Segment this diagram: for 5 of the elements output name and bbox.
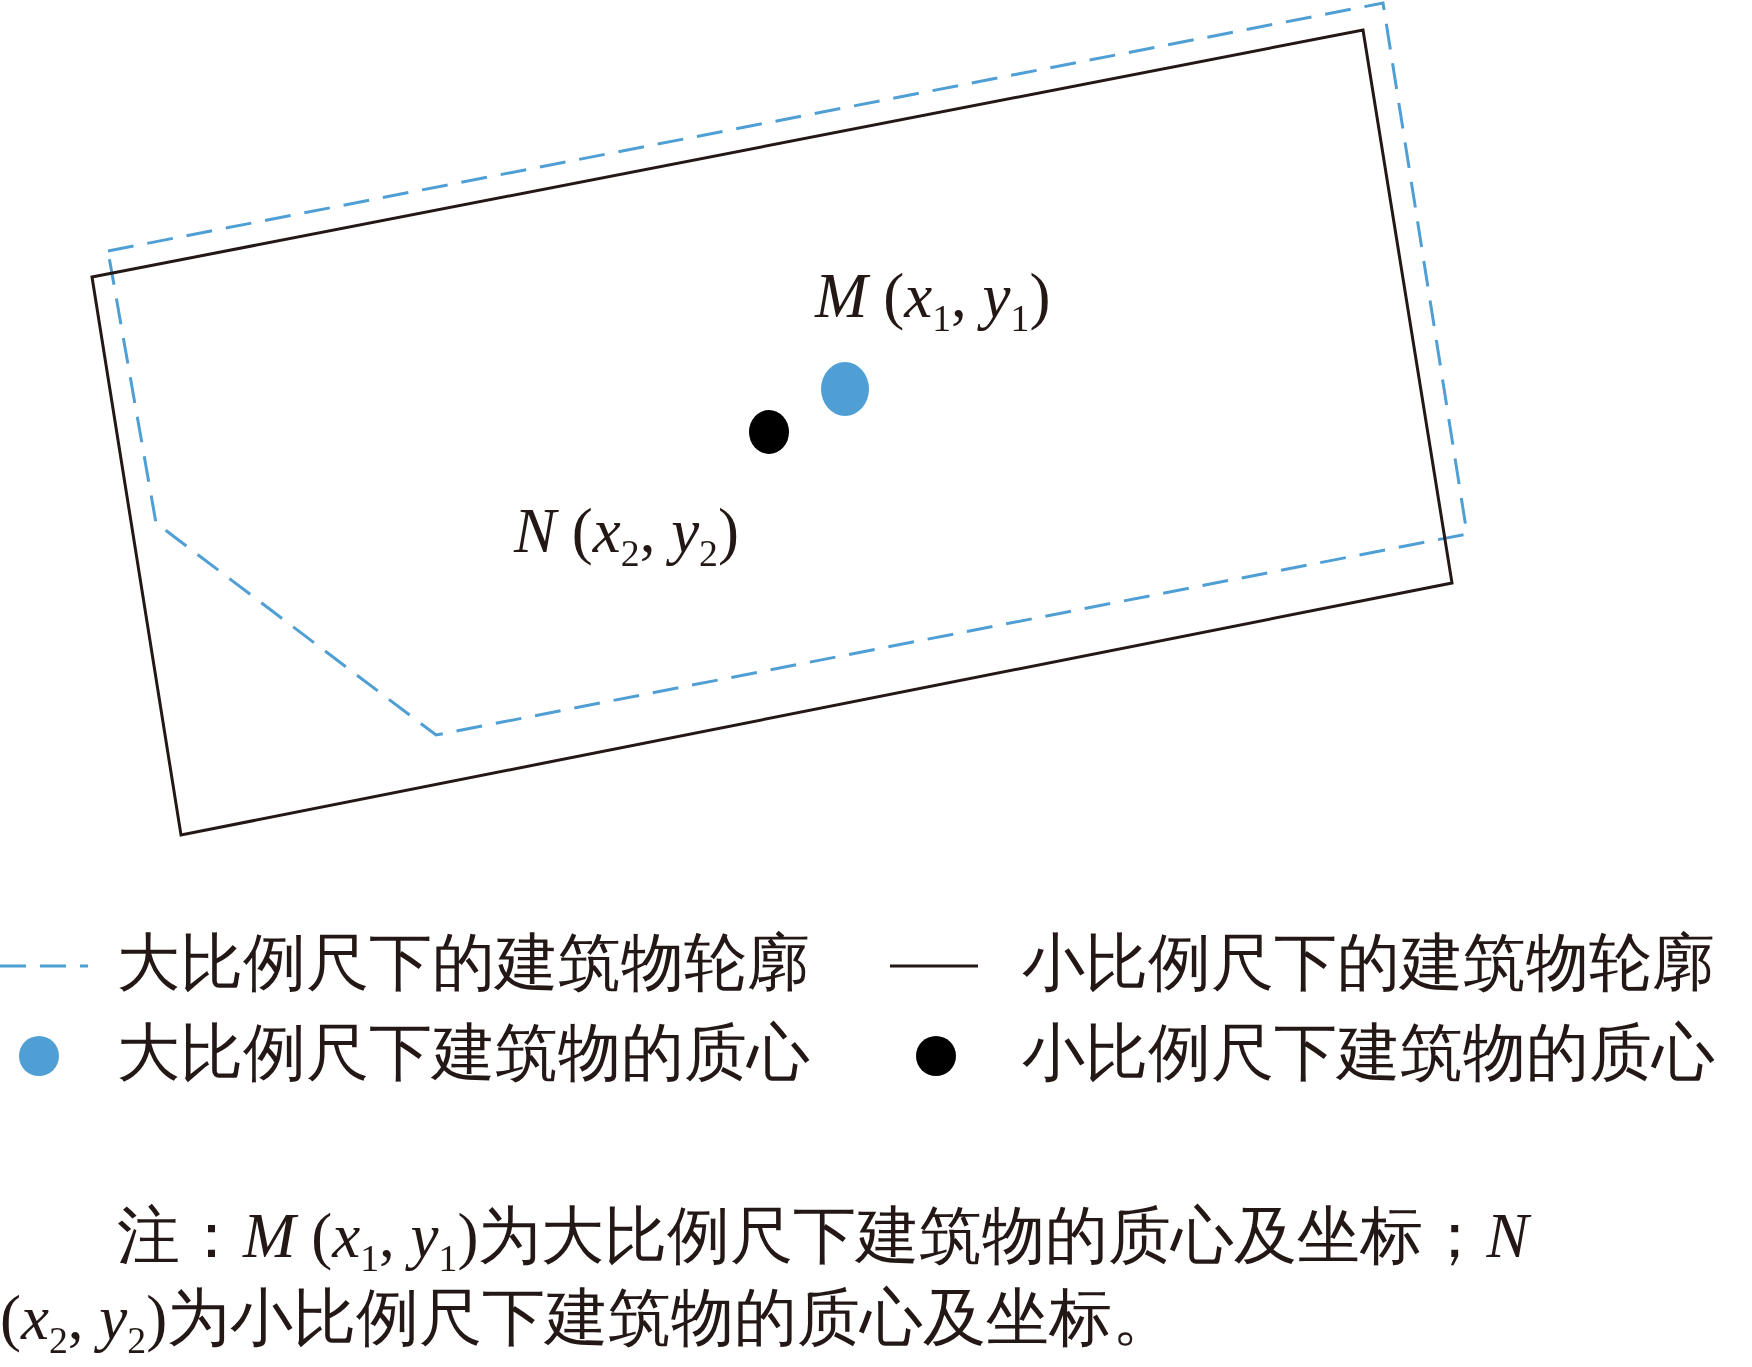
legend-text: 大比例尺下建筑物的质心	[117, 1022, 810, 1085]
legend-text: 大比例尺下的建筑物轮廓	[117, 932, 810, 995]
legend-text: 小比例尺下的建筑物轮廓	[1022, 932, 1715, 995]
note-text: 注：M (x$_{1}$, y$_{1}$)为大比例尺下建筑物的质心及坐标；N (x$_{2}$, y$_{2}$)为小比例尺下建筑物的质心及坐标。	[0, 1195, 1530, 1359]
legend-text: 小比例尺下建筑物的质心	[1022, 1022, 1715, 1085]
